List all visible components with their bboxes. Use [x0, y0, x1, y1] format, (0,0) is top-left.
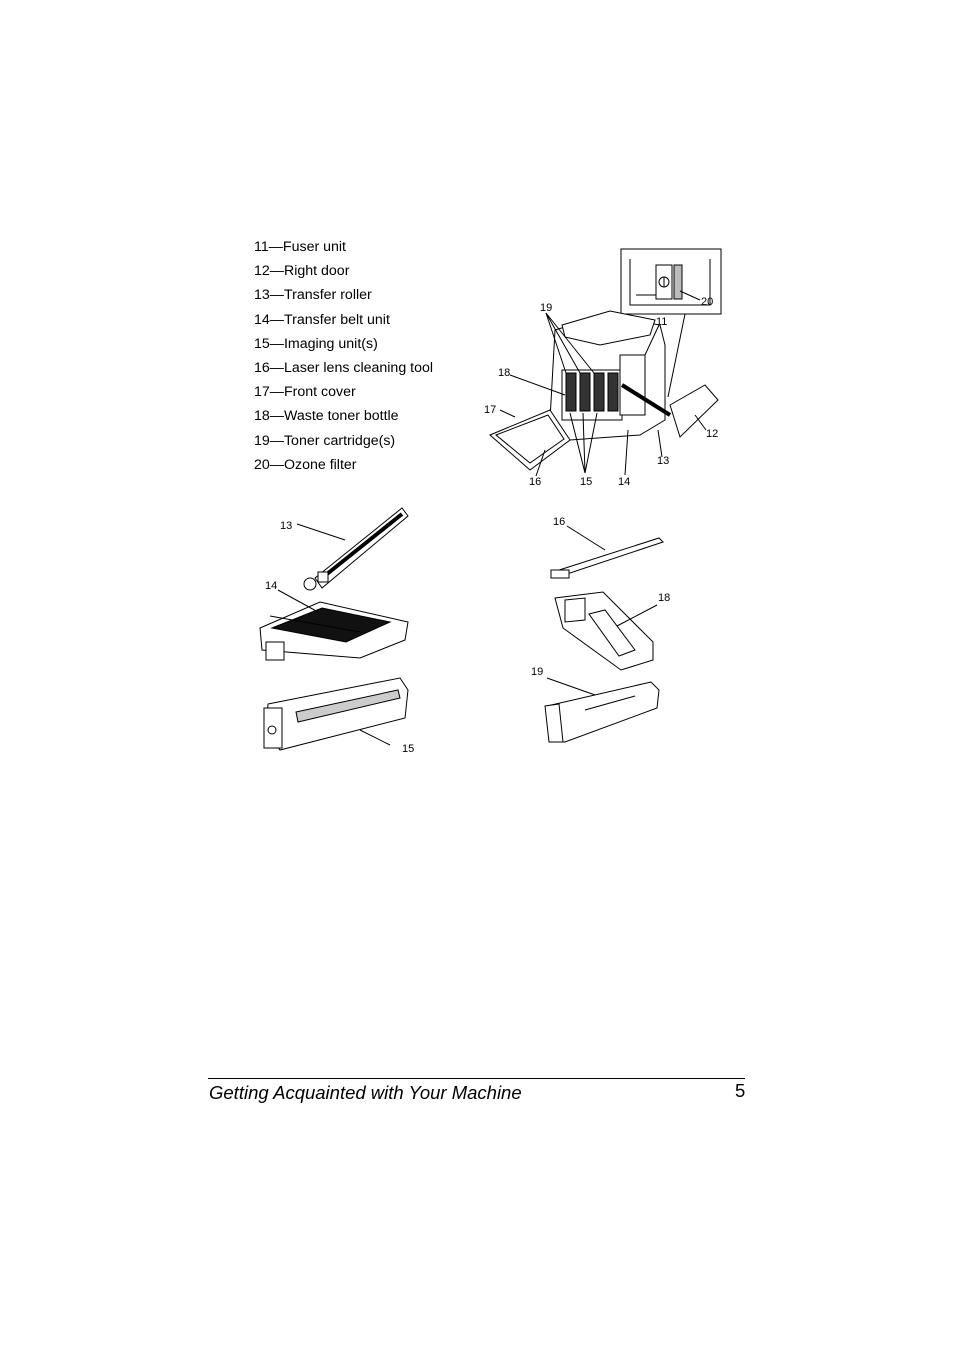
callout-17: 17: [484, 404, 496, 416]
legend-item-20: 20—Ozone filter: [254, 456, 357, 473]
leader-19: [546, 677, 596, 696]
leader-16: [566, 525, 606, 551]
callout-13: 13: [657, 455, 669, 467]
imaging-unit-drawing: [263, 677, 409, 751]
legend-item-17: 17—Front cover: [254, 384, 356, 401]
legend-item-16: 16—Laser lens cleaning tool: [254, 359, 434, 376]
ozone-filter-inset: [620, 248, 722, 398]
part-callout-15: 15: [402, 743, 414, 755]
callout-16: 16: [529, 476, 541, 488]
transfer-roller-drawing: [303, 507, 409, 591]
leader-18: [616, 604, 658, 627]
printer-body: [489, 310, 719, 471]
part-callout-16: 16: [553, 516, 565, 528]
footer-rule: [208, 1078, 745, 1079]
waste-toner-bottle-drawing: [554, 591, 654, 671]
page-number: 5: [735, 1080, 746, 1101]
part-callout-19: 19: [531, 666, 543, 678]
callout-12: 12: [706, 428, 718, 440]
legend-item-11: 11—Fuser unit: [254, 239, 346, 255]
parts-left-illustration: 13 14 15: [250, 500, 430, 765]
legend-item-19: 19—Toner cartridge(s): [254, 432, 396, 449]
laser-lens-cleaning-tool-drawing: [550, 537, 664, 579]
callout-20: 20: [701, 296, 713, 308]
footer-chapter-title: Getting Acquainted with Your Machine: [209, 1082, 522, 1103]
legend-item-18: 18—Waste toner bottle: [254, 408, 399, 425]
toner-cartridge-drawing: [544, 681, 660, 743]
part-callout-14: 14: [265, 580, 277, 592]
part-callout-13: 13: [280, 520, 292, 532]
part-callout-18: 18: [658, 592, 670, 604]
legend-item-14: 14—Transfer belt unit: [254, 311, 390, 328]
printer-leader-lines: [499, 312, 707, 477]
legend-item-12: 12—Right door: [254, 263, 350, 280]
callout-14: 14: [618, 476, 630, 488]
leader-15: [359, 729, 391, 746]
parts-legend: 11—Fuser unit 12—Right door 13—Transfer …: [254, 238, 433, 480]
callout-18: 18: [498, 367, 510, 379]
legend-item-15: 15—Imaging unit(s): [254, 335, 378, 352]
callout-19: 19: [540, 302, 552, 314]
printer-illustration: 20 19 11 18 17 12 13 16 15 14: [470, 245, 730, 495]
leader-13: [296, 523, 346, 541]
callout-11: 11: [656, 316, 667, 328]
legend-item-13: 13—Transfer roller: [254, 287, 372, 304]
callout-15: 15: [580, 476, 592, 488]
parts-right-illustration: 16 18 19: [525, 510, 685, 750]
transfer-belt-unit-drawing: [259, 601, 409, 661]
leader-14: [277, 589, 319, 613]
